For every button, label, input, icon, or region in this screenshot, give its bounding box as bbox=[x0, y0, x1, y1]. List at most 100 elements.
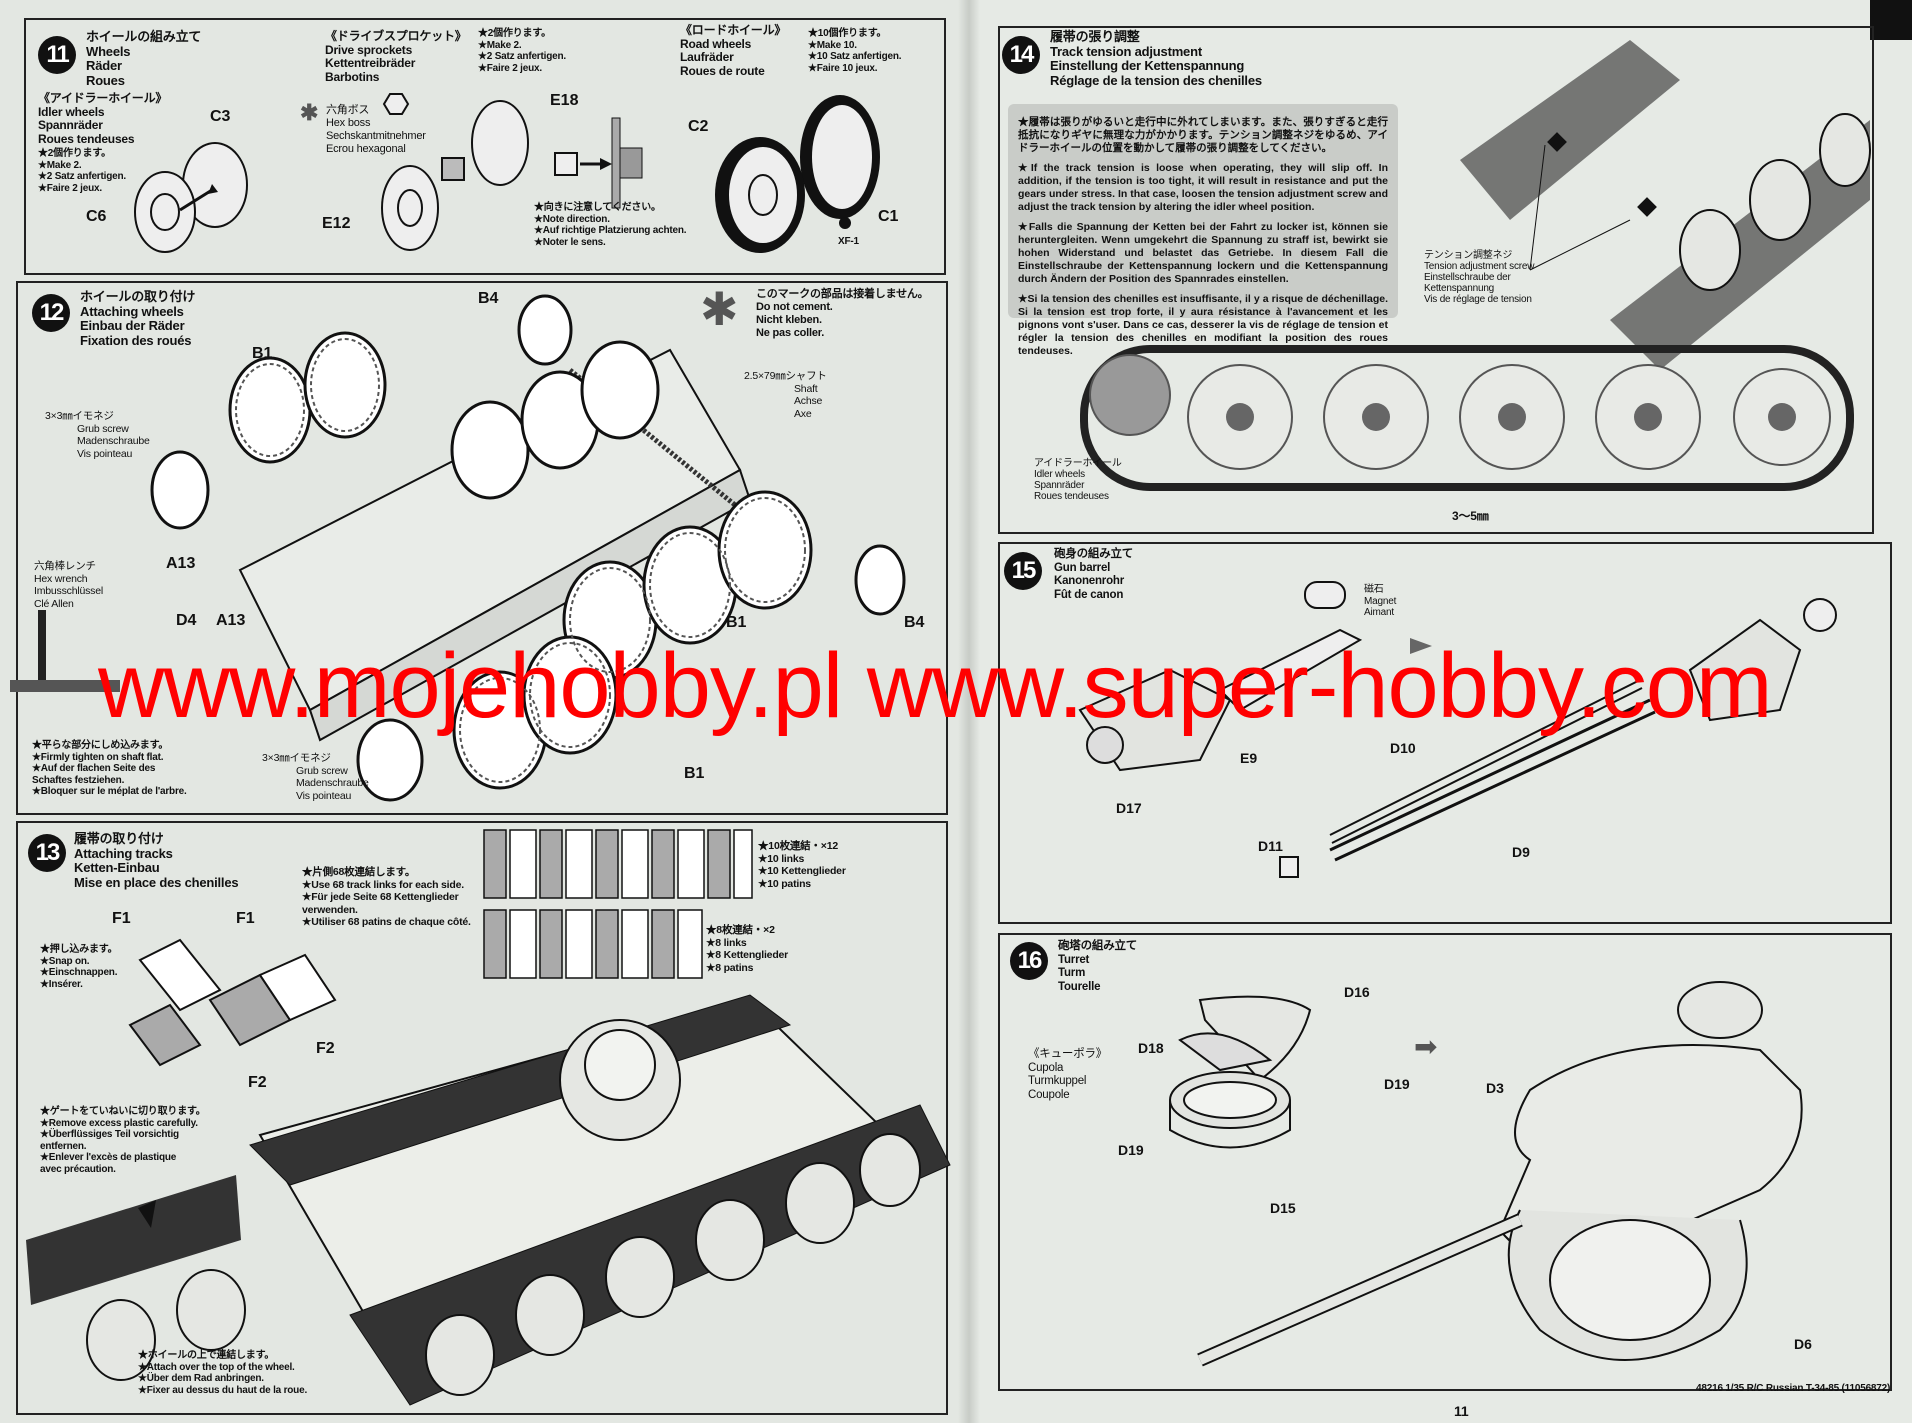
part-c2: C2 bbox=[688, 118, 709, 135]
tighten-note: ★平らな部分にしめ込みます。 ★Firmly tighten on shaft … bbox=[32, 740, 187, 798]
note: ★Bloquer sur le méplat de l'arbre. bbox=[32, 786, 187, 797]
note: ★Firmly tighten on shaft flat. bbox=[32, 751, 164, 763]
step-12-number: 12 bbox=[32, 294, 70, 332]
title-en: Turret bbox=[1058, 953, 1090, 966]
part-a13-bottom: A13 bbox=[216, 612, 246, 629]
part-d6: D6 bbox=[1794, 1336, 1812, 1352]
name: 3×3㎜イモネジ bbox=[45, 410, 114, 422]
note: ★押し込みます。 bbox=[40, 944, 118, 955]
note: このマークの部品は接着しません。 bbox=[756, 288, 929, 300]
title-fr: Réglage de la tension des chenilles bbox=[1050, 72, 1262, 88]
note: Schaftes festziehen. bbox=[32, 774, 125, 786]
part-c3: C3 bbox=[210, 108, 231, 125]
part-f1-right: F1 bbox=[236, 910, 255, 927]
hex-wrench-label: 六角棒レンチ Hex wrench Imbusschlüssel Clé All… bbox=[34, 560, 103, 610]
title-en: Wheels bbox=[86, 43, 131, 59]
grub-screw-label: 3×3㎜イモネジ Grub screw Madenschraube Vis po… bbox=[45, 410, 150, 460]
step-11-number: 11 bbox=[38, 36, 76, 74]
shaft-label: 2.5×79㎜シャフト Shaft Achse Axe bbox=[744, 370, 827, 420]
part-d19-left: D19 bbox=[1118, 1142, 1144, 1158]
track-detail-illustration bbox=[26, 1175, 246, 1381]
note: Nicht kleben. bbox=[756, 314, 822, 326]
note: ★Insérer. bbox=[40, 978, 83, 990]
track-link-assembly-illustration bbox=[128, 938, 337, 1067]
name: Einstellschraube der bbox=[1424, 272, 1511, 283]
name: Road wheels bbox=[680, 36, 752, 51]
part-d15: D15 bbox=[1270, 1200, 1296, 1216]
name: Hex wrench bbox=[34, 572, 88, 585]
name: Spannräder bbox=[1034, 480, 1085, 491]
sprocket-illustration bbox=[381, 93, 643, 251]
note: ★Faire 2 jeux. bbox=[38, 182, 102, 194]
track-sag-value: 3〜5㎜ bbox=[1452, 509, 1489, 523]
tank-hull-tracks-illustration bbox=[249, 994, 951, 1406]
name: Drive sprockets bbox=[325, 42, 413, 57]
title-fr: Roues bbox=[86, 72, 125, 88]
name: Aimant bbox=[1364, 607, 1394, 618]
name: Laufräder bbox=[680, 50, 734, 64]
part-d18: D18 bbox=[1138, 1040, 1164, 1056]
no-cement-icon: ✱ bbox=[300, 100, 319, 125]
note: verwenden. bbox=[302, 903, 358, 916]
page-gutter bbox=[958, 0, 980, 1423]
track-links-10-illustration bbox=[483, 829, 753, 899]
track-10-note: ★10枚連結・×12 ★10 links ★10 Kettenglieder ★… bbox=[758, 840, 846, 890]
part-d11: D11 bbox=[1258, 838, 1283, 854]
track-links-8-illustration bbox=[483, 909, 703, 979]
heading: 《ドライブスプロケット》 bbox=[325, 29, 467, 43]
name: Idler wheels bbox=[1034, 469, 1085, 480]
note: ★10 Satz anfertigen. bbox=[808, 51, 902, 62]
note: ★8 Kettenglieder bbox=[706, 949, 789, 961]
name: アイドラーホイール bbox=[1034, 458, 1122, 469]
name: Achse bbox=[794, 395, 823, 407]
note: ★Auf richtige Platzierung achten. bbox=[534, 225, 687, 236]
step-13-number: 13 bbox=[28, 834, 66, 872]
name: Madenschraube bbox=[296, 777, 369, 789]
name: Clé Allen bbox=[34, 597, 74, 610]
part-e12: E12 bbox=[322, 215, 351, 232]
part-d17: D17 bbox=[1116, 800, 1142, 816]
name: 磁石 bbox=[1364, 584, 1384, 595]
note: ★10枚連結・×12 bbox=[758, 840, 838, 852]
step-12-panel bbox=[16, 281, 948, 815]
road-wheel-illustration bbox=[715, 95, 880, 253]
step-13-panel bbox=[16, 821, 948, 1415]
title-fr: Tourelle bbox=[1058, 980, 1101, 993]
name: Turmkuppel bbox=[1028, 1075, 1087, 1087]
idler-wheel-label-14: アイドラーホイール Idler wheels Spannräder Roues … bbox=[1034, 458, 1122, 502]
name: Imbusschlüssel bbox=[34, 585, 103, 597]
step-15-number: 15 bbox=[1004, 552, 1042, 590]
note: ★Über dem Rad anbringen. bbox=[138, 1373, 264, 1384]
part-d9: D9 bbox=[1512, 844, 1530, 860]
note: ★向きに注意してください。 bbox=[534, 202, 661, 213]
note-de: ★Falls die Spannung der Ketten bei der F… bbox=[1018, 221, 1388, 285]
title-jp: ホイールの取り付け bbox=[80, 289, 196, 304]
part-c6: C6 bbox=[86, 208, 107, 225]
note: ★Make 10. bbox=[808, 39, 857, 51]
chassis-wheels-illustration bbox=[10, 294, 906, 802]
note: ★Enlever l'excès de plastique bbox=[40, 1152, 177, 1163]
step-16-number: 16 bbox=[1010, 942, 1048, 980]
note: ★ゲートをていねいに切り取ります。 bbox=[40, 1106, 206, 1117]
note: ★2個作ります。 bbox=[38, 148, 111, 159]
dark-corner bbox=[1870, 0, 1912, 40]
arrow-right-icon: ➡ bbox=[1414, 1031, 1438, 1062]
note: ★Einschnappen. bbox=[40, 967, 118, 978]
note: ★Make 2. bbox=[478, 39, 522, 51]
part-b4-right: B4 bbox=[904, 614, 925, 631]
part-e18: E18 bbox=[550, 92, 579, 109]
note: ★Noter le sens. bbox=[534, 236, 606, 248]
name: 2.5×79㎜シャフト bbox=[744, 370, 827, 382]
title-de: Ketten-Einbau bbox=[74, 860, 160, 875]
step-13-title: 履帯の取り付け Attaching tracks Ketten-Einbau M… bbox=[74, 831, 239, 890]
watermark: www.mojehobby.pl www.super-hobby.com bbox=[98, 635, 1773, 737]
note-fr: ★Si la tension des chenilles est insuffi… bbox=[1018, 293, 1388, 357]
note: ★10 Kettenglieder bbox=[758, 865, 846, 877]
title-de: Einstellung der Kettenspannung bbox=[1050, 58, 1245, 73]
note: ★Überflüssiges Teil vorsichtig bbox=[40, 1129, 179, 1140]
name: Spannräder bbox=[38, 118, 103, 132]
note: Ne pas coller. bbox=[756, 327, 825, 339]
name: Grub screw bbox=[77, 422, 129, 435]
gun-barrel-illustration bbox=[1078, 581, 1837, 878]
note: ★2 Satz anfertigen. bbox=[38, 171, 126, 182]
